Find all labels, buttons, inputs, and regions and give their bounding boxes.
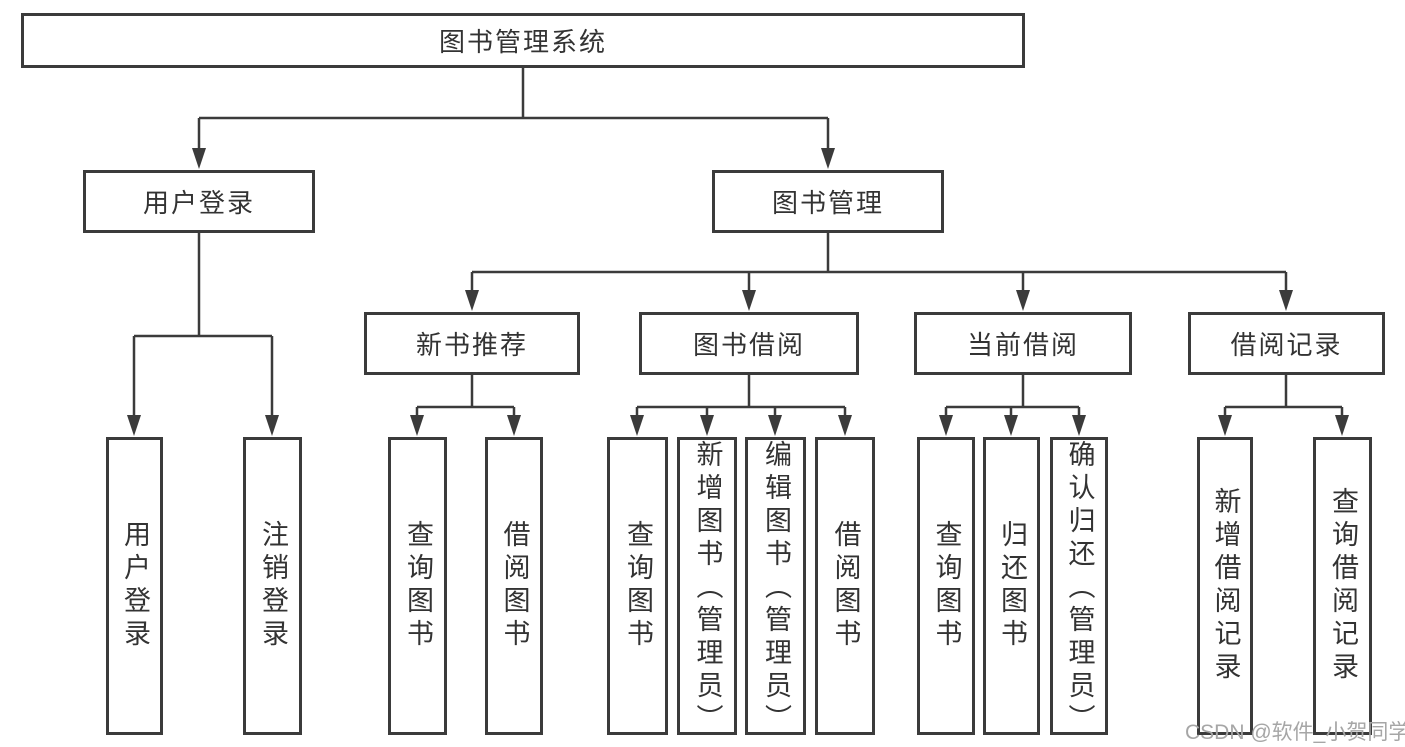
node-confirm-return-admin: 确认归还（管理员） (1050, 437, 1108, 737)
node-label: 借阅图书 (830, 520, 861, 652)
node-logout-leaf: 注销登录 (243, 437, 302, 735)
node-current-borrow: 当前借阅 (914, 312, 1132, 375)
csdn-watermark: CSDN @软件_小贺同学 (1185, 721, 1405, 744)
node-query-books-current: 查询图书 (917, 437, 975, 735)
node-label: 编辑图书（管理员） (761, 440, 791, 737)
node-book-borrow: 图书借阅 (639, 312, 859, 375)
node-label: 新增图书（管理员） (692, 440, 723, 737)
node-label: 查询图书 (623, 520, 653, 652)
node-borrow-books-recommend: 借阅图书 (485, 437, 543, 735)
node-query-books-recommend: 查询图书 (388, 437, 447, 735)
node-label: 归还图书 (997, 520, 1027, 652)
node-user-login: 用户登录 (83, 170, 315, 233)
node-user-login-leaf: 用户登录 (106, 437, 163, 735)
node-new-book-recommend: 新书推荐 (364, 312, 580, 375)
node-book-management: 图书管理 (712, 170, 944, 233)
node-label: 新增借阅记录 (1210, 487, 1241, 685)
node-label: 确认归还（管理员） (1064, 440, 1095, 737)
node-label: 注销登录 (258, 520, 288, 652)
node-borrow-books-leaf: 借阅图书 (815, 437, 875, 735)
node-add-books-admin: 新增图书（管理员） (677, 437, 737, 737)
node-query-books-borrow: 查询图书 (607, 437, 668, 735)
node-label: 借阅图书 (499, 520, 530, 652)
node-root-library-system: 图书管理系统 (21, 13, 1025, 68)
node-add-borrow-record: 新增借阅记录 (1197, 437, 1253, 735)
node-label: 查询图书 (403, 520, 433, 652)
node-borrow-records: 借阅记录 (1188, 312, 1385, 375)
node-edit-books-admin: 编辑图书（管理员） (745, 437, 806, 737)
node-query-borrow-record: 查询借阅记录 (1313, 437, 1372, 735)
node-label: 查询借阅记录 (1328, 487, 1358, 685)
node-return-books: 归还图书 (983, 437, 1040, 735)
node-label: 用户登录 (120, 520, 150, 652)
node-label: 查询图书 (931, 520, 962, 652)
